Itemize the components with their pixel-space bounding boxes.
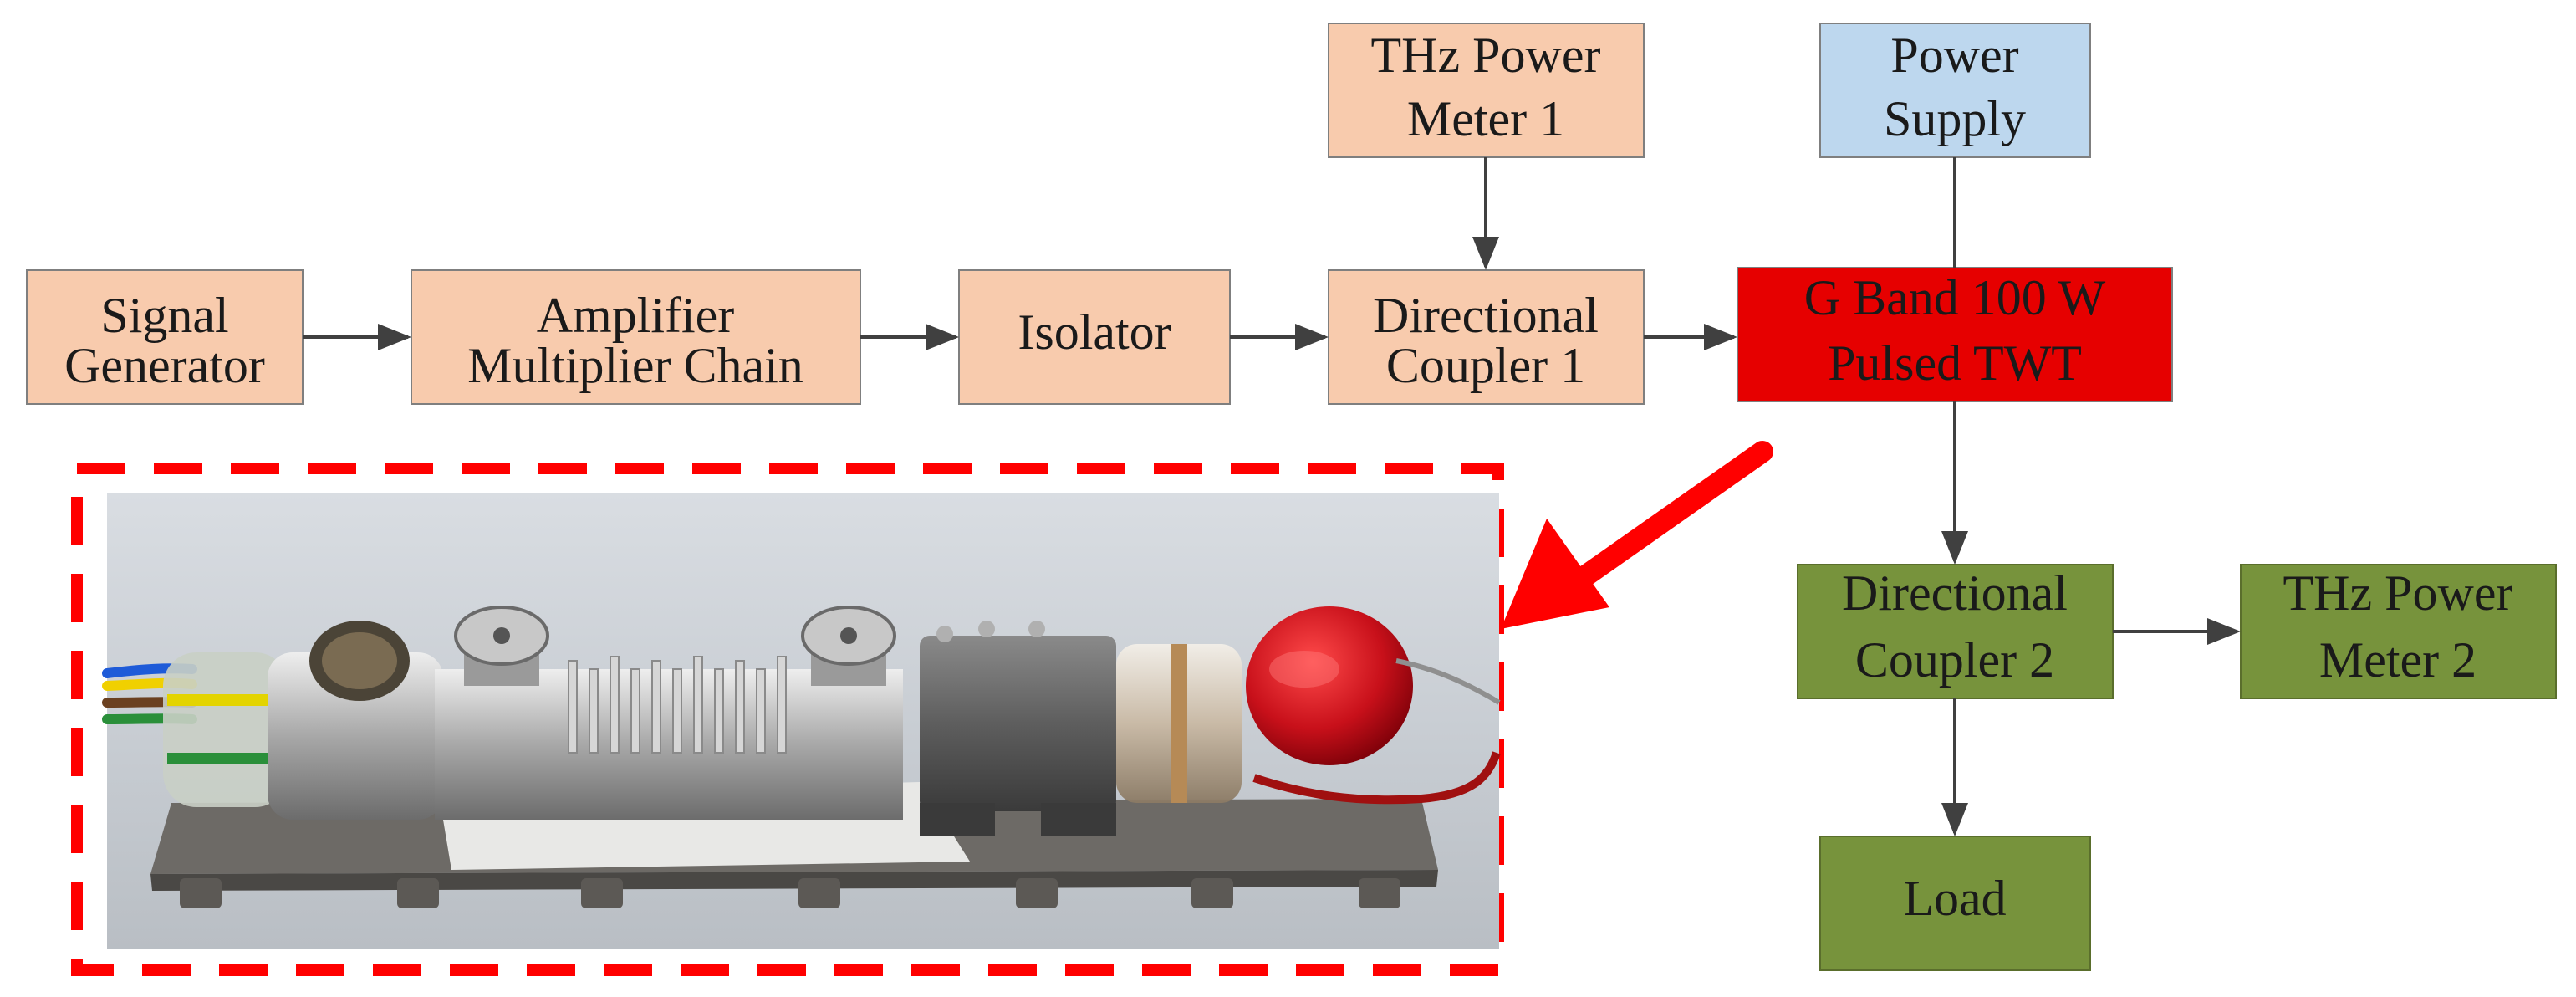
signal-generator-block: Signal Generator bbox=[26, 269, 304, 405]
directional-coupler-1-block: Directional Coupler 1 bbox=[1328, 269, 1645, 405]
grey-cable bbox=[1395, 658, 1501, 705]
slow-wave-body bbox=[435, 669, 903, 820]
power-supply-label-2: Supply bbox=[1884, 91, 2026, 146]
power-meter-2-label-2: Meter 2 bbox=[2319, 632, 2477, 688]
red-cable bbox=[1252, 751, 1501, 805]
isolator-label: Isolator bbox=[1018, 304, 1171, 360]
isolator-block: Isolator bbox=[958, 269, 1231, 405]
red-pointer-arrow bbox=[1501, 441, 1773, 629]
twt-label-1: G Band 100 W bbox=[1804, 270, 2106, 325]
power-meter-1-label-1: THz Power bbox=[1371, 28, 1601, 83]
signal-generator-label-1: Signal bbox=[100, 288, 228, 343]
thz-power-meter-2-block: THz Power Meter 2 bbox=[2240, 564, 2557, 699]
power-meter-2-label-1: THz Power bbox=[2283, 565, 2513, 621]
pole-pieces bbox=[568, 656, 787, 754]
coupler-2-label-2: Coupler 2 bbox=[1855, 632, 2054, 688]
amplifier-label-1: Amplifier bbox=[537, 288, 735, 343]
load-block: Load bbox=[1819, 836, 2091, 971]
rf-output-port bbox=[801, 606, 896, 686]
coupler-1-label-1: Directional bbox=[1373, 288, 1599, 343]
signal-generator-label-2: Generator bbox=[64, 338, 265, 393]
power-supply-label-1: Power bbox=[1890, 28, 2018, 83]
load-label: Load bbox=[1903, 871, 2006, 926]
twt-label-2: Pulsed TWT bbox=[1828, 335, 2082, 391]
power-meter-1-label-2: Meter 1 bbox=[1407, 91, 1564, 146]
twt-device-photo bbox=[102, 493, 1501, 949]
gun-flange bbox=[268, 652, 443, 820]
power-supply-block: Power Supply bbox=[1819, 23, 2091, 158]
rf-input-port bbox=[454, 606, 549, 686]
amplifier-label-2: Multiplier Chain bbox=[467, 338, 803, 393]
collector-magnet bbox=[920, 636, 1116, 811]
thz-power-meter-1-block: THz Power Meter 1 bbox=[1328, 23, 1645, 158]
electron-gun-glass bbox=[163, 652, 288, 807]
coupler-1-label-2: Coupler 1 bbox=[1386, 338, 1585, 393]
directional-coupler-2-block: Directional Coupler 2 bbox=[1797, 564, 2114, 699]
photo-dashed-frame bbox=[71, 463, 1504, 976]
coupler-2-label-1: Directional bbox=[1842, 565, 2068, 621]
red-collector-cap bbox=[1246, 606, 1413, 765]
twt-block: G Band 100 W Pulsed TWT bbox=[1737, 267, 2173, 402]
amplifier-multiplier-chain-block: Amplifier Multiplier Chain bbox=[411, 269, 861, 405]
connectors bbox=[303, 157, 2241, 836]
